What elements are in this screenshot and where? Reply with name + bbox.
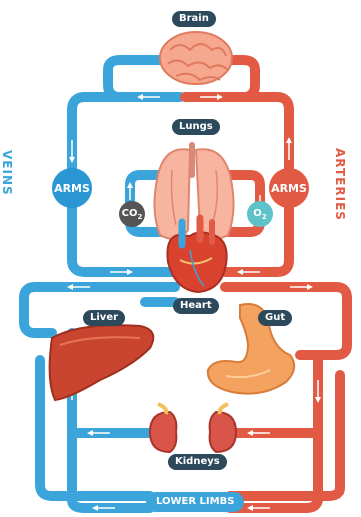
arms-right-circle: ARMS xyxy=(269,168,309,208)
brain-label: Brain xyxy=(172,11,216,27)
arms-left-circle: ARMS xyxy=(52,168,92,208)
brain-illustration xyxy=(160,32,232,84)
co2-label: CO2 xyxy=(122,208,143,221)
arms-left-label: ARMS xyxy=(54,182,90,195)
gut-label: Gut xyxy=(258,310,292,326)
lungs-illustration xyxy=(154,145,233,239)
kidneys-label: Kidneys xyxy=(168,454,227,470)
heart-label: Heart xyxy=(173,298,219,314)
liver-illustration xyxy=(50,325,154,400)
o2-label: O2 xyxy=(253,208,266,221)
co2-circle: CO2 xyxy=(119,201,145,227)
kidneys-illustration xyxy=(150,404,236,452)
arteries-label: ARTERIES xyxy=(333,148,347,221)
lower-limbs-label: LOWER LIMBS xyxy=(146,492,244,512)
liver-label: Liver xyxy=(83,310,125,326)
o2-circle: O2 xyxy=(247,201,273,227)
arms-right-label: ARMS xyxy=(271,182,307,195)
lungs-label: Lungs xyxy=(172,119,220,135)
veins-label: VEINS xyxy=(0,150,14,196)
